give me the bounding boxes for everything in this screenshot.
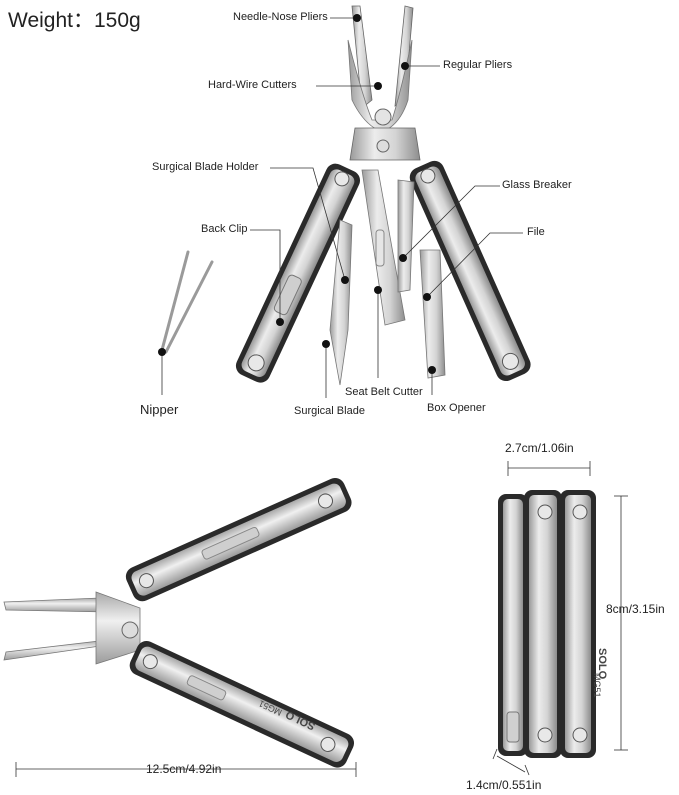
dim-height: 8cm/3.15in — [606, 602, 665, 616]
leader-dots — [158, 14, 436, 374]
box-opener-tool — [419, 249, 446, 379]
leader-lines — [161, 17, 523, 398]
weight-title: Weight：150g — [8, 9, 141, 32]
nipper-tool — [160, 250, 214, 354]
surgical-blade-tool — [329, 219, 353, 386]
glass-breaker-tool — [397, 179, 415, 293]
label-box-opener: Box Opener — [427, 402, 486, 414]
label-surgical-blade: Surgical Blade — [294, 405, 365, 417]
brand-model-closed: MG51 — [592, 673, 602, 698]
label-hard-wire: Hard-Wire Cutters — [208, 79, 297, 91]
label-file: File — [527, 226, 545, 238]
open-pliers-view — [3, 477, 355, 768]
label-glass-breaker: Glass Breaker — [502, 179, 572, 191]
label-needle-nose: Needle-Nose Pliers — [233, 11, 328, 23]
needle-nose-jaw — [351, 5, 373, 109]
dim-thickness: 1.4cm/0.551in — [466, 778, 542, 792]
label-regular-pliers: Regular Pliers — [443, 59, 513, 71]
label-back-clip: Back Clip — [201, 223, 248, 235]
label-blade-holder: Surgical Blade Holder — [152, 161, 259, 173]
label-seat-belt: Seat Belt Cutter — [345, 386, 423, 398]
dim-length: 12.5cm/4.92in — [146, 762, 222, 776]
closed-tool-view — [498, 490, 596, 758]
dim-width: 2.7cm/1.06in — [505, 441, 574, 455]
dimension-lines — [15, 461, 628, 777]
brand-logo-closed: SOLO — [596, 648, 608, 680]
label-nipper: Nipper — [140, 402, 179, 417]
